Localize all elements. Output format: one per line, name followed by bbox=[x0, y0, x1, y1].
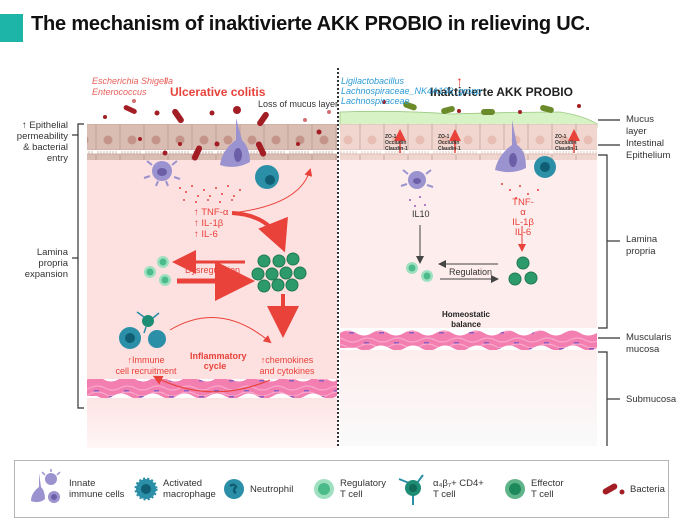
panel-title-uc: Ulcerative colitis bbox=[170, 85, 266, 99]
il10-label: IL10 bbox=[412, 209, 430, 219]
mucus-loss-label: Loss of mucus layer bbox=[258, 99, 339, 109]
submucosa-right bbox=[340, 350, 597, 446]
uc-bacteria-up-arrow: ↑ bbox=[163, 73, 169, 87]
probio-cytokines: TNF-α IL-1β IL-6 bbox=[512, 197, 534, 238]
homeostatic-balance-label: Homeostatic balance bbox=[441, 310, 490, 329]
legend-item-a4b7-t: α₄β₇+ CD4+T cell bbox=[397, 461, 484, 517]
cycle-arrow-bottom bbox=[152, 375, 271, 393]
uc-bacteria-list: Escherichia Shigella Enterococcus bbox=[92, 76, 174, 97]
regulation-label: Regulation bbox=[449, 267, 493, 277]
regulatory-t-cell-icon bbox=[314, 479, 334, 499]
neutrophil-left bbox=[255, 165, 279, 189]
legend-item-neutrophil: Neutrophil bbox=[222, 461, 293, 517]
bacteria-icon bbox=[602, 483, 625, 495]
immune-recruitment-label: ↑Immune cell recruitment bbox=[115, 355, 177, 376]
epithelium-left bbox=[87, 124, 337, 160]
submucosa-label: Submucosa bbox=[626, 394, 677, 405]
permeability-label: ↑ Epithelial permeability & bacterial en… bbox=[16, 120, 68, 164]
title-accent-bar bbox=[0, 14, 23, 42]
neutrophil-right bbox=[534, 156, 556, 178]
effector-t-cell-icon bbox=[505, 479, 525, 499]
mucus-layer bbox=[339, 110, 598, 129]
effector-t-cell-cluster-left bbox=[251, 252, 307, 293]
innate-immune-cells-right bbox=[400, 120, 526, 189]
muscularis-right bbox=[340, 330, 597, 351]
uc-cytokines: ↑ TNF-α ↑ IL-1β ↑ IL-6 bbox=[194, 207, 229, 240]
panel-divider bbox=[337, 68, 339, 446]
lamina-propria-right bbox=[340, 158, 597, 328]
bacteria-scattered bbox=[103, 99, 331, 161]
neutrophil-icon bbox=[224, 479, 244, 499]
probio-bacteria-up-arrow: ↑ bbox=[456, 73, 463, 89]
dysregulation-label: Dysregulation bbox=[185, 265, 241, 275]
innate-immune-cells-icon bbox=[31, 469, 61, 503]
immune-recruitment-cells bbox=[119, 311, 166, 349]
probiotic-bacteria bbox=[403, 101, 554, 115]
muscularis-left bbox=[87, 376, 337, 399]
legend-item-bacteria: Bacteria bbox=[600, 461, 665, 517]
inflammatory-cycle-label: Inflammatory cycle bbox=[190, 351, 247, 371]
cytokine-dots-left bbox=[179, 185, 241, 203]
tight-junction-arrows bbox=[394, 129, 580, 153]
panel-title-probio: Inaktivierte AKK PROBIO bbox=[430, 85, 573, 99]
submucosa-left bbox=[87, 398, 337, 448]
innate-immune-cells-left bbox=[143, 118, 250, 187]
epithelium-right bbox=[340, 124, 597, 160]
activated-macrophage-icon bbox=[134, 477, 158, 501]
cytokine-arrow bbox=[231, 211, 288, 253]
cycle-arrow-top bbox=[169, 317, 272, 344]
feedback-arrow bbox=[231, 168, 313, 214]
regulatory-t-cells-left bbox=[144, 256, 171, 286]
probio-bacteria-list: Ligilactobacillus Lachnospiraceae_NK4A13… bbox=[341, 76, 482, 106]
figure-title: The mechanism of inaktivierte AKK PROBIO… bbox=[31, 13, 591, 35]
effector-t-cells-right bbox=[508, 256, 538, 286]
chemokines-label: ↑chemokines and cytokines bbox=[259, 355, 315, 376]
lamina-expansion-label: Lamina propria expansion bbox=[24, 247, 68, 280]
a4b7-cd4-t-cell-icon bbox=[398, 474, 424, 505]
regulatory-t-cells-right bbox=[406, 262, 433, 282]
side-brackets bbox=[72, 119, 620, 446]
